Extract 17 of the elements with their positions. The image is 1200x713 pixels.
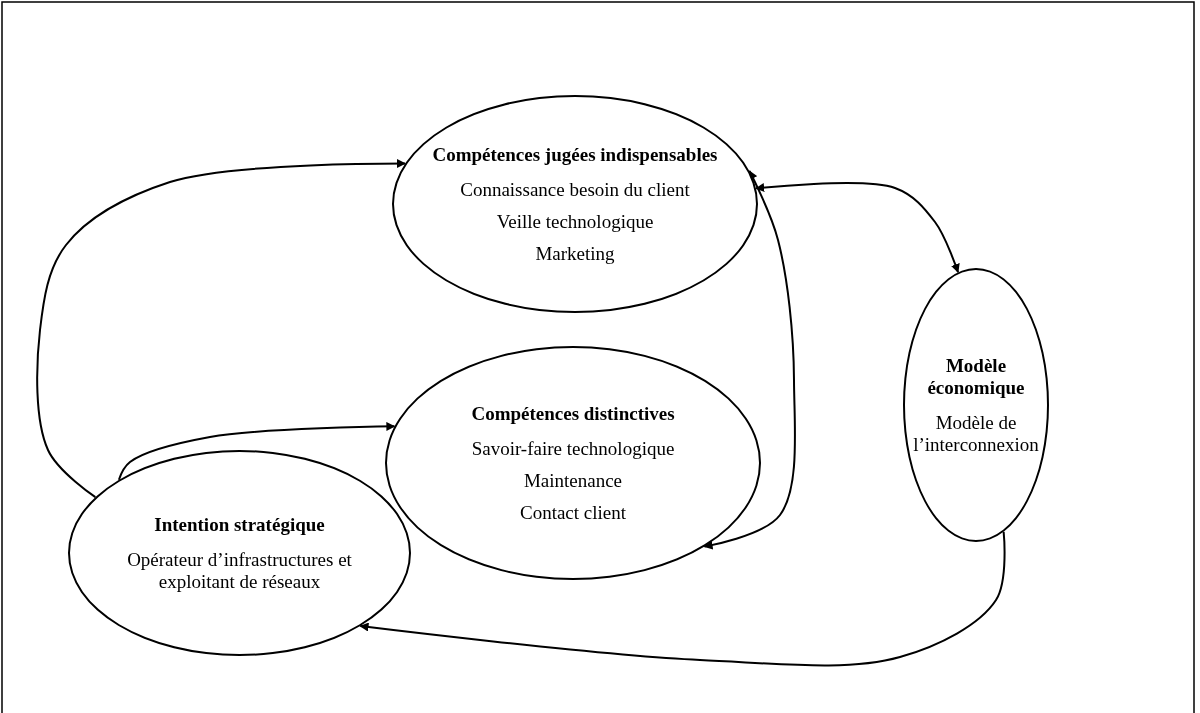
arrow bbox=[117, 421, 396, 481]
node-item: Modèle de l’interconnexion bbox=[912, 411, 1040, 456]
node-item: Savoir-faire technologique bbox=[471, 437, 675, 460]
node-item: Opérateur d’infrastructures et exploitant de réseaux bbox=[126, 548, 353, 593]
node-heading: Modèle économique bbox=[926, 354, 1026, 399]
arrow bbox=[755, 182, 960, 274]
node-heading: Compétences jugées indispensables bbox=[432, 143, 718, 166]
node-heading: Intention stratégique bbox=[154, 513, 325, 536]
node-item: Veille technologique bbox=[496, 210, 654, 233]
arrow bbox=[359, 530, 1006, 667]
arrow bbox=[703, 170, 796, 550]
node-item: Contact client bbox=[519, 501, 627, 524]
arrow bbox=[36, 159, 407, 499]
node-item: Marketing bbox=[535, 242, 615, 265]
node-item: Connaissance besoin du client bbox=[460, 178, 690, 201]
node-heading: Compétences distinctives bbox=[471, 402, 675, 425]
node-item: Maintenance bbox=[523, 469, 623, 492]
